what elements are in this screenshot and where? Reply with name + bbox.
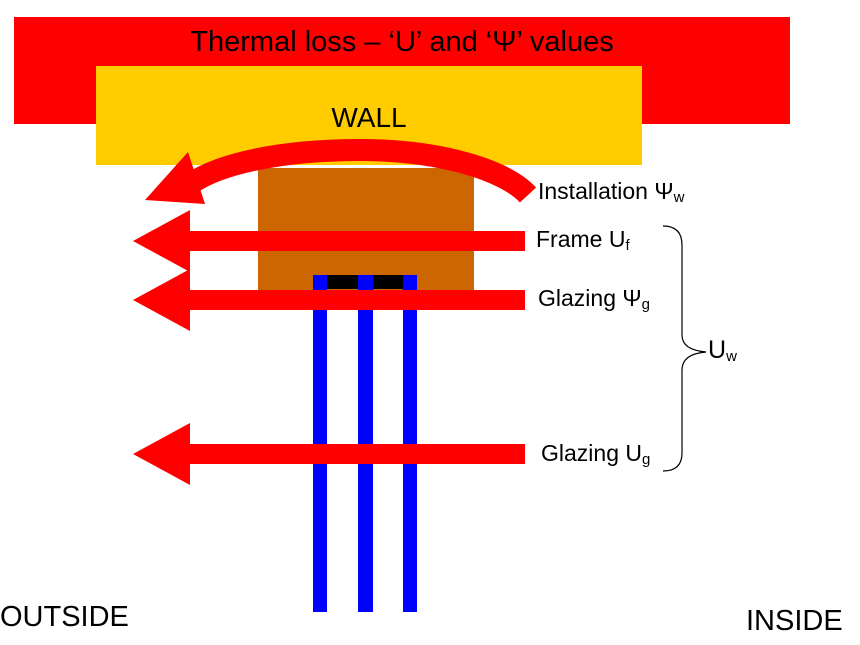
glazing-u-label-main: Glazing U — [541, 440, 642, 466]
outside-label: OUTSIDE — [0, 601, 129, 633]
wall-label: WALL — [331, 102, 407, 133]
glass-pane-2 — [358, 275, 373, 612]
glazing-psi-label-sub: g — [641, 296, 650, 313]
diagram-title: Thermal loss – ‘U’ and ‘Ψ’ values — [190, 26, 614, 58]
inside-label: INSIDE — [746, 605, 843, 637]
installation-heat-arrow-curve — [185, 138, 537, 203]
installation-label-sub: w — [673, 189, 685, 206]
glass-pane-3 — [403, 275, 417, 612]
uw-label: Uw — [708, 336, 737, 365]
glazing-psi-label-main: Glazing Ψ — [538, 285, 642, 311]
glazing-psi-heat-arrow — [133, 269, 525, 331]
frame-label: Frame Uf — [536, 226, 630, 254]
frame-label-main: Frame U — [536, 226, 626, 252]
frame-label-sub: f — [625, 237, 630, 254]
glazing-u-label: Glazing Ug — [541, 440, 651, 468]
glass-pane-1 — [313, 275, 327, 612]
glazing-psi-label: Glazing Ψg — [538, 285, 650, 313]
installation-label-main: Installation Ψ — [538, 178, 674, 204]
uw-label-main: U — [708, 336, 727, 364]
frame-heat-arrow — [133, 210, 525, 272]
installation-label: Installation Ψw — [538, 178, 685, 206]
glazing-u-label-sub: g — [641, 451, 651, 468]
uw-label-sub: w — [726, 348, 737, 365]
glazing-u-heat-arrow — [133, 423, 525, 485]
installation-heat-arrow-head — [145, 152, 205, 204]
uw-bracket — [662, 225, 707, 472]
